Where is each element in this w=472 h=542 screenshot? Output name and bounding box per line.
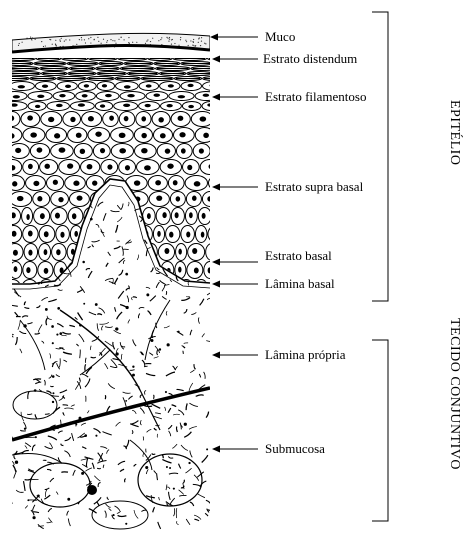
group-label-epitelio: EPITÉLIO <box>446 100 462 165</box>
label-lamina-propria: Lâmina própria <box>265 348 346 362</box>
group-label-tecido-conjuntivo: TECIDO CONJUNTIVO <box>446 318 462 470</box>
epithelium-cells <box>1 57 238 297</box>
leader-arrows <box>210 34 258 453</box>
bracket-epitelio <box>372 12 388 301</box>
label-estrato-supra-basal: Estrato supra basal <box>265 180 363 194</box>
vessels <box>12 300 210 529</box>
mucus-layer <box>12 33 210 52</box>
label-submucosa: Submucosa <box>265 442 325 456</box>
label-estrato-filamentoso: Estrato filamentoso <box>265 90 366 104</box>
label-estrato-basal: Estrato basal <box>265 249 332 263</box>
label-estrato-distendum: Estrato distendum <box>263 52 357 66</box>
label-muco: Muco <box>265 30 295 44</box>
label-lamina-basal: Lâmina basal <box>265 277 335 291</box>
bracket-tecido-conjuntivo <box>372 340 388 521</box>
